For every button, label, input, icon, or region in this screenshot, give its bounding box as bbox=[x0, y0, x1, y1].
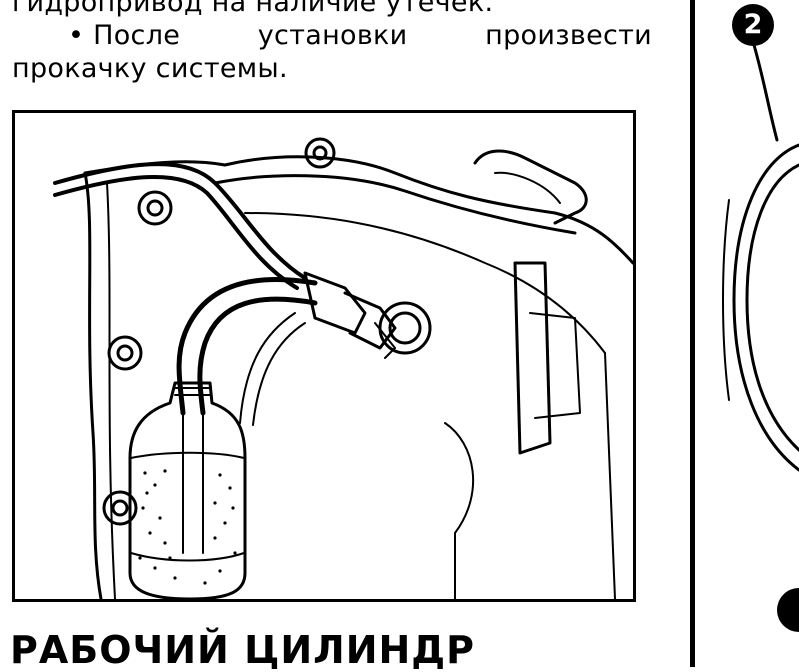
partial-callout-icon bbox=[777, 588, 799, 632]
word-ustanovki: установки bbox=[257, 20, 408, 51]
housing-edge bbox=[83, 171, 103, 599]
right-illustration bbox=[722, 43, 799, 632]
bullet-word: • После bbox=[68, 20, 181, 51]
word-proizvesti: произвести bbox=[485, 20, 652, 51]
bolt-icon bbox=[137, 190, 173, 226]
bleeding-illustration bbox=[53, 137, 633, 599]
callout-number: 2 bbox=[732, 4, 774, 46]
bleeder-nipple-icon bbox=[378, 301, 432, 355]
bleeding-illustration-frame bbox=[12, 110, 636, 602]
leader-line bbox=[752, 43, 779, 142]
bottle-icon bbox=[128, 381, 247, 599]
right-column: 2 bbox=[699, 0, 799, 667]
text-line-2: • После установки произвести bbox=[12, 19, 652, 52]
body-text: гидропривод на наличие утечек. • После у… bbox=[12, 0, 652, 85]
text-line-3: прокачку системы. bbox=[12, 53, 288, 84]
column-divider bbox=[690, 0, 695, 667]
section-heading: РАБОЧИЙ ЦИЛИНДР bbox=[10, 628, 475, 672]
text-line-1: гидропривод на наличие утечек. bbox=[12, 0, 494, 18]
